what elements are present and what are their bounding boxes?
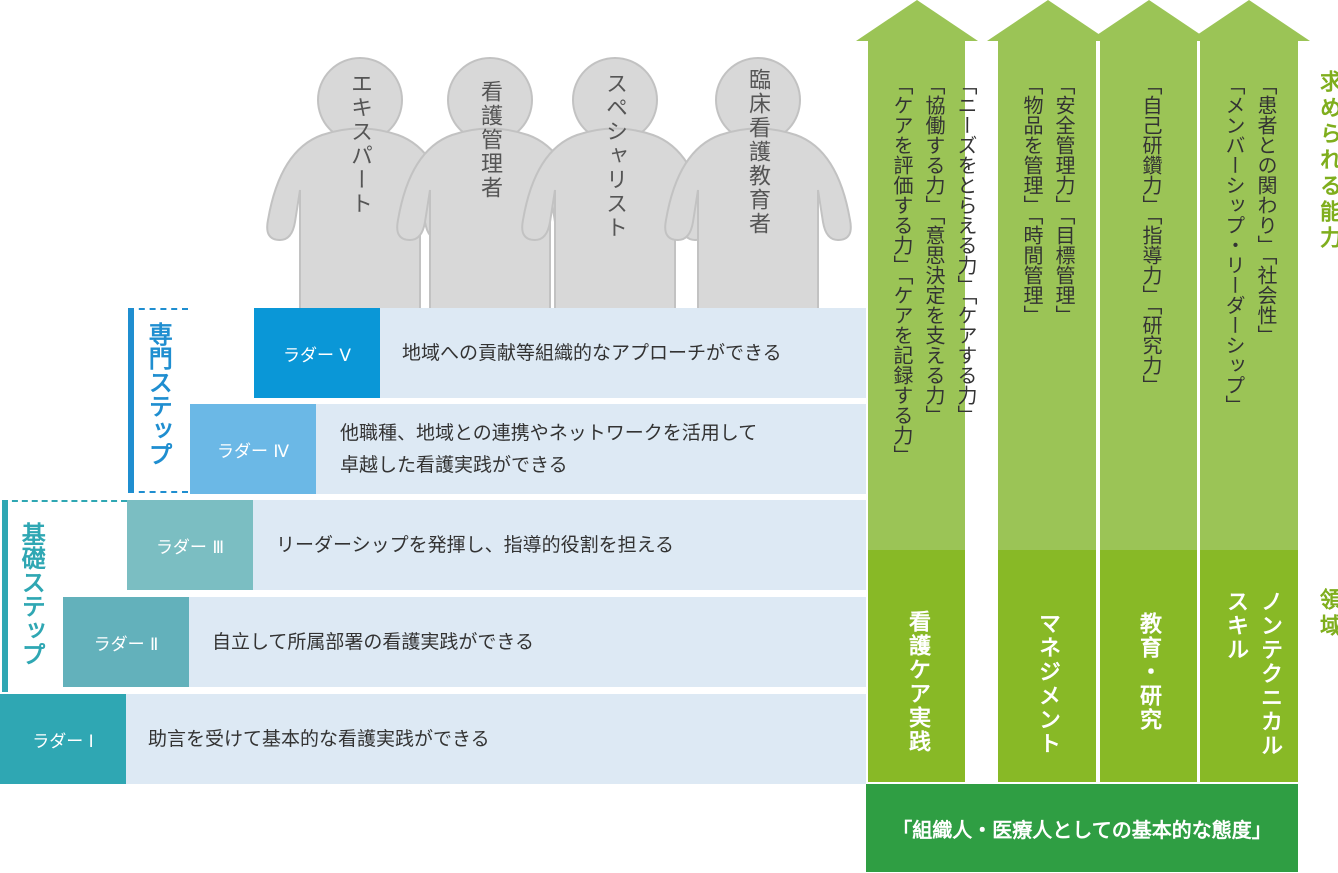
domain-column-management	[998, 550, 1096, 782]
person-label-clinical-educator: 臨床看護教育者	[745, 68, 770, 236]
ladder-3-label: ラダー Ⅲ	[127, 500, 253, 590]
ability-text-nursing-1: 「ニーズをとらえる力」「ケアする力」	[954, 75, 978, 425]
base-attitude-box: 「組織人・医療人としての基本的な態度」	[866, 784, 1298, 872]
person-label-nurse-manager: 看護管理者	[477, 80, 502, 200]
domain-label-management: マネジメント	[1035, 612, 1060, 756]
ladder-2-label: ラダー Ⅱ	[63, 597, 189, 687]
ladder-1-label: ラダー Ⅰ	[0, 694, 126, 784]
domain-label-nontechnical: ノンテクニカルスキル	[1223, 590, 1282, 758]
domain-label-nursing-care: 看護ケア実践	[905, 610, 930, 754]
ladder-1-text: 助言を受けて基本的な看護実践ができる	[148, 728, 490, 750]
person-figure-specialist	[521, 57, 709, 311]
kiso-step-frame	[2, 500, 127, 692]
domain-column-nontechnical	[1200, 550, 1298, 782]
domain-column-education	[1100, 550, 1197, 782]
person-label-specialist: スペシャリスト	[602, 72, 627, 240]
ability-text-management-2: 「物品を管理」「時間管理」	[1020, 75, 1044, 325]
side-label-required-abilities: 求められる能力	[1316, 70, 1338, 252]
ability-text-nontechnical-2: 「メンバーシップ・リーダーシップ」	[1222, 75, 1246, 415]
staff-silhouettes	[266, 57, 852, 311]
person-label-expert: エキスパート	[347, 72, 372, 216]
ability-column-nursing-care	[868, 40, 965, 550]
person-figure-expert	[266, 57, 454, 311]
domain-column-nursing-care	[868, 550, 965, 782]
domain-label-education: 教育・研究	[1136, 612, 1161, 732]
ability-column-education	[1100, 40, 1197, 550]
ladder-5-label: ラダー Ⅴ	[254, 308, 380, 398]
ladder-3-text: リーダーシップを発揮し、指導的役割を担える	[276, 534, 675, 556]
side-label-domain: 領域	[1316, 588, 1338, 640]
ability-text-nursing-2: 「協働する力」「意思決定を支える力」	[922, 75, 946, 425]
kiso-step-label: 基礎ステップ	[17, 522, 46, 666]
person-figure-clinical-educator	[664, 57, 852, 311]
senmon-step-frame	[128, 308, 188, 493]
ladder-1-row	[0, 694, 866, 784]
ability-text-nontechnical-1: 「患者との関わり」「社会性」	[1254, 75, 1278, 345]
arrow-head-nontechnical	[1188, 0, 1310, 41]
ladder-5-text: 地域への貢献等組織的なアプローチができる	[402, 342, 782, 364]
ability-text-nursing-3: 「ケアを評価する力」「ケアを記録する力」	[890, 75, 914, 465]
arrow-head-nursing-care	[856, 0, 978, 41]
ladder-2-row	[63, 597, 866, 687]
ability-text-management-1: 「安全管理力」「目標管理」	[1052, 75, 1076, 325]
ladder-4-label: ラダー Ⅳ	[190, 404, 316, 494]
ability-column-management	[998, 40, 1096, 550]
senmon-step-label: 専門ステップ	[144, 322, 173, 466]
ladder-4-text: 他職種、地域との連携やネットワークを活用して 卓越した看護実践ができる	[340, 422, 758, 476]
ability-text-education-1: 「自己研鑽力」「指導力」「研究力」	[1139, 75, 1163, 395]
ladder-2-text: 自立して所属部署の看護実践ができる	[212, 631, 535, 653]
ability-column-nontechnical	[1200, 40, 1298, 550]
